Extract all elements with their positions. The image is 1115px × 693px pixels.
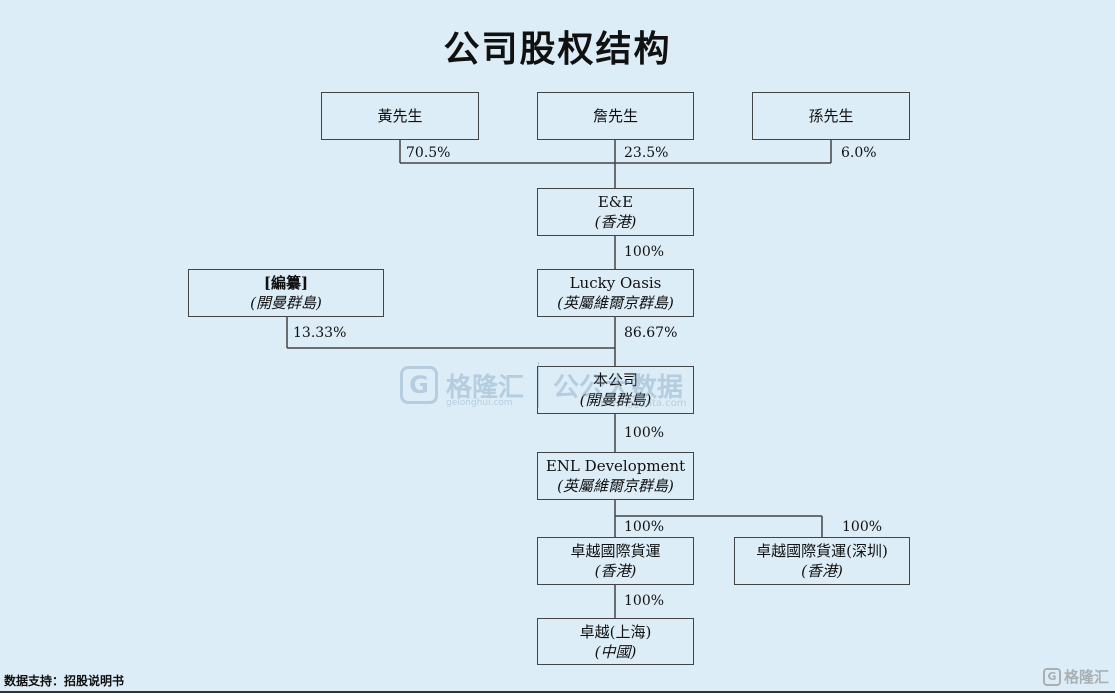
edge-label-company-enl: 100%: [624, 425, 665, 441]
node-trustee-name: [編纂]: [263, 274, 309, 292]
node-lucky-place: (英屬維爾京群島): [557, 294, 674, 312]
watermark-url2: www.ggdata.com: [600, 398, 687, 409]
node-zhan: 詹先生: [537, 92, 694, 140]
node-trustee-place: (開曼群島): [250, 294, 322, 312]
watermark-logo-icon: G: [400, 366, 438, 404]
node-sun: 孫先生: [752, 92, 910, 140]
node-trustee: [編纂] (開曼群島): [188, 269, 384, 317]
node-ee-name: E&E: [597, 193, 634, 211]
watermark-name2: 公公大数据: [553, 372, 684, 403]
watermark-divider: [538, 362, 540, 408]
node-ee: E&E (香港): [537, 188, 694, 236]
node-lucky-name: Lucky Oasis: [569, 274, 662, 292]
edge-label-zhan: 23.5%: [624, 145, 669, 161]
footer-divider: [0, 691, 1115, 693]
node-zhan-name: 詹先生: [592, 107, 638, 125]
node-sz-name: 卓越國際貨運(深圳): [756, 542, 888, 560]
node-huang-name: 黃先生: [377, 107, 423, 125]
edge-label-hk-sh: 100%: [624, 593, 665, 609]
edge-label-huang: 70.5%: [406, 145, 451, 161]
edge-label-enl-sz: 100%: [842, 519, 883, 535]
node-huang: 黃先生: [321, 92, 479, 140]
node-sz: 卓越國際貨運(深圳) (香港): [734, 537, 910, 585]
node-hk: 卓越國際貨運 (香港): [537, 537, 694, 585]
node-hk-name: 卓越國際貨運: [570, 542, 661, 560]
node-sun-name: 孫先生: [808, 107, 854, 125]
node-sh-name: 卓越(上海): [579, 622, 652, 641]
chart-title: 公司股权结构: [443, 29, 672, 70]
node-sh-place: (中國): [594, 642, 637, 661]
node-company-name: 本公司: [592, 371, 638, 389]
node-ee-place: (香港): [594, 213, 637, 231]
corner-logo: G 格隆汇: [1042, 666, 1109, 687]
node-enl: ENL Development (英屬維爾京群島): [537, 452, 694, 500]
corner-logo-name: 格隆汇: [1063, 668, 1109, 686]
edge-label-sun: 6.0%: [841, 145, 877, 161]
watermark-url: gelonghui.com: [446, 398, 513, 408]
node-company: 本公司 (開曼群島): [537, 366, 694, 414]
node-enl-place: (英屬維爾京群島): [557, 477, 674, 495]
edge-label-trustee: 13.33%: [293, 325, 347, 341]
node-company-place: (開曼群島): [579, 391, 652, 409]
node-sz-place: (香港): [801, 562, 843, 580]
edge-label-ee-lucky: 100%: [624, 244, 665, 260]
node-lucky: Lucky Oasis (英屬維爾京群島): [537, 269, 694, 317]
node-enl-name: ENL Development: [545, 457, 686, 475]
watermark-name: 格隆汇: [446, 372, 525, 403]
watermark: G 格隆汇 gelonghui.com 公公大数据 www.ggdata.com: [400, 362, 687, 409]
node-sh: 卓越(上海) (中國): [537, 618, 694, 665]
source-note: 数据支持：招股说明书: [4, 674, 125, 688]
node-hk-place: (香港): [594, 562, 637, 580]
edge-label-lucky: 86.67%: [624, 325, 678, 341]
edge-label-enl-hk: 100%: [624, 519, 665, 535]
corner-logo-icon: G: [1042, 667, 1061, 686]
